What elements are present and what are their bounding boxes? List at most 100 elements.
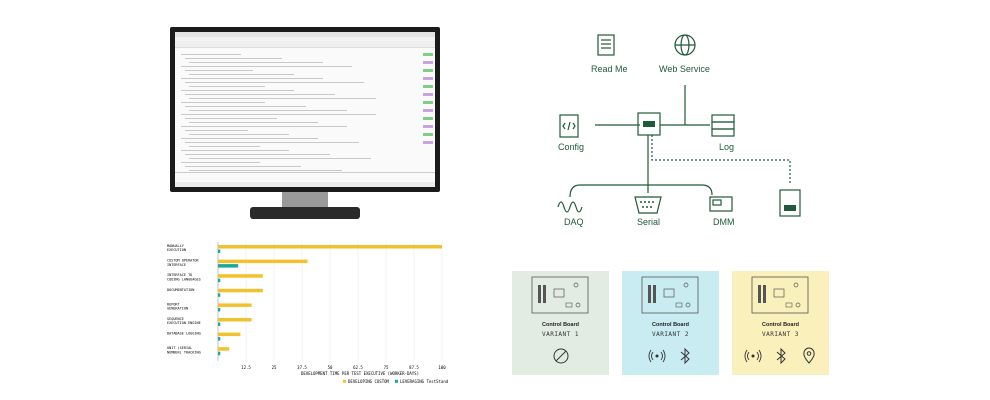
screen-status-chip [423,85,433,88]
legend-label: LEVERAGING TestStand [400,379,449,384]
bar-developing-custom [218,259,308,264]
x-tick-label: 37.5 [297,365,307,370]
screen-row [189,122,318,123]
category-label: MANUALLY [167,244,185,248]
screen-row [181,162,260,163]
screen-row [189,158,371,159]
screen-row [185,154,330,155]
legend-swatch [343,379,346,383]
category-label: CODING LANGUAGES [167,277,201,281]
server-icon [711,114,735,137]
connector-exe-dll [651,135,791,185]
bar-leveraging-teststand [218,351,221,356]
screen-row [181,126,347,127]
x-tick-label: 75 [384,365,389,370]
screen-row [181,66,352,67]
card-subtitle: VARIANT 3 [761,331,799,338]
category-label: UNIT (SERIAL [167,346,192,350]
document-icon [597,34,615,56]
connector-bus [569,184,713,198]
screen-row [185,58,282,59]
node-label-log: Log [719,142,735,152]
circuit-board-icon [531,276,589,314]
x-tick-label: 50 [328,365,333,370]
screen-row [189,98,376,99]
screen-row [181,54,241,55]
screen-row [185,142,359,143]
card-icon-row [622,347,719,365]
category-label: EXECUTION [167,248,186,252]
monitor-screen-content [175,32,435,187]
bar-leveraging-teststand [218,307,221,312]
x-tick-label: 87.5 [409,365,419,370]
category-label: SEQUENCE [167,317,184,321]
window-menubar [175,37,435,41]
circuit-board-icon [641,276,699,314]
screen-row [185,70,253,71]
bar-leveraging-teststand [218,278,221,283]
screen-row [181,90,294,91]
screen-status-chip [423,69,433,72]
bar-leveraging-teststand [218,322,221,326]
waveform-icon [557,201,583,213]
screen-status-chip [423,141,433,144]
architecture-diagram [557,34,801,217]
screen-row [189,86,265,87]
bar-leveraging-teststand [218,293,221,297]
screen-row [185,130,248,131]
dll-icon [779,189,801,217]
window-titlebar [175,32,435,37]
screen-row [181,78,323,79]
screen-status-chip [423,109,433,112]
screen-row [189,146,260,147]
card-icon-row [512,347,609,365]
no-connectivity-icon [553,348,568,364]
node-label-webservice: Web Service [659,64,710,74]
card-title: Control Board [652,322,689,328]
screen-row [189,134,289,135]
legend-swatch [395,379,398,383]
bar-leveraging-teststand [218,249,221,253]
bluetooth-icon [680,347,690,365]
bluetooth-icon [776,347,786,365]
screen-row [189,170,342,171]
bar-developing-custom [218,274,263,278]
screen-row [189,74,294,75]
screen-row [181,138,318,139]
screen-row [189,62,323,63]
category-label: INTERFACE TO [167,273,192,277]
screen-row [181,114,376,115]
screen-status-chip [423,77,433,80]
category-label: INTERFACE [167,263,186,267]
screen-row [185,82,364,83]
monitor-stand [282,192,328,208]
bar-developing-custom [218,332,241,337]
category-label: EXECUTION ENGINE [167,321,201,325]
card-subtitle: VARIANT 1 [541,331,579,338]
screen-status-chip [423,53,433,56]
bar-developing-custom [218,245,442,249]
screen-row [181,150,289,151]
screen-status-chip [423,117,433,120]
category-label: CUSTOM OPERATOR [167,259,200,263]
x-tick-label: 12.5 [241,365,251,370]
node-label-readme: Read Me [591,64,628,74]
screen-row [185,94,335,95]
screen-status-chip [423,133,433,136]
bar-developing-custom [218,288,263,293]
screen-row [181,102,265,103]
window-statusbar [175,182,435,187]
category-label: NUMBER) TRACKING [167,350,201,354]
bar-leveraging-teststand [218,264,239,268]
node-label-daq: DAQ [564,217,584,227]
monitor-base [250,207,360,219]
screen-row [185,118,277,119]
bar-developing-custom [218,347,230,351]
node-label-dmm: DMM [713,217,735,227]
multimeter-icon [709,196,733,212]
card-icon-row [732,347,829,365]
